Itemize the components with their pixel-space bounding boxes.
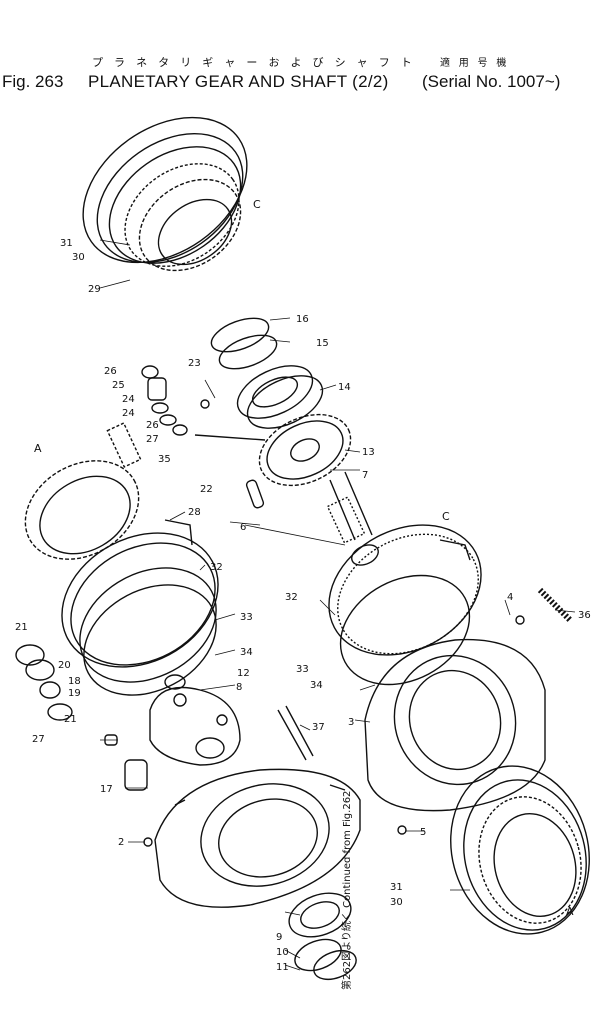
left-ring-gear bbox=[24, 460, 140, 560]
callout-21: 21 bbox=[15, 622, 28, 633]
callout-24: 24 bbox=[122, 394, 135, 405]
callout-31: 31 bbox=[60, 238, 73, 249]
callout-27b: 27 bbox=[32, 734, 45, 745]
callout-30b: 30 bbox=[390, 897, 403, 908]
figure-number: Fig. 263 bbox=[2, 72, 64, 91]
callout-30: 30 bbox=[72, 252, 85, 263]
serial-range: (Serial No. 1007~) bbox=[422, 72, 561, 91]
callout-36: 36 bbox=[578, 610, 591, 621]
callout-35: 35 bbox=[158, 454, 171, 465]
callout-20: 20 bbox=[58, 660, 71, 671]
callout-32b: 32 bbox=[285, 592, 298, 603]
callout-29: 29 bbox=[88, 284, 101, 295]
callout-15: 15 bbox=[316, 338, 329, 349]
marker-c-right: C bbox=[442, 510, 450, 523]
marker-a-left: A bbox=[34, 442, 42, 455]
callout-6: 6 bbox=[240, 522, 246, 533]
callout-4: 4 bbox=[507, 592, 513, 603]
leader-lines bbox=[99, 239, 576, 971]
callout-22: 22 bbox=[200, 484, 213, 495]
callout-28: 28 bbox=[188, 507, 201, 518]
bolt-4 bbox=[515, 615, 525, 625]
callout-7: 7 bbox=[362, 470, 368, 481]
left-carrier-rings bbox=[61, 519, 219, 696]
pin-17 bbox=[124, 759, 148, 791]
callout-17: 17 bbox=[100, 784, 113, 795]
callout-12: 12 bbox=[237, 668, 250, 679]
diagram-title: PLANETARY GEAR AND SHAFT (2/2) bbox=[88, 72, 389, 91]
callout-8: 8 bbox=[236, 682, 242, 693]
pin-22 bbox=[245, 479, 265, 509]
callout-32: 32 bbox=[210, 562, 223, 573]
callout-26b: 26 bbox=[146, 420, 159, 431]
bearing-9 bbox=[288, 892, 357, 981]
right-housing-3 bbox=[364, 638, 546, 812]
bottom-clutch-pack bbox=[450, 765, 590, 935]
callout-5: 5 bbox=[420, 827, 426, 838]
bolt-5 bbox=[397, 825, 407, 835]
callout-37: 37 bbox=[312, 722, 325, 733]
bolt-2 bbox=[143, 837, 153, 847]
japanese-serial-label: 適 用 号 機 bbox=[440, 58, 510, 69]
main-housing bbox=[154, 768, 361, 908]
continued-from-note: 第262図より続く Continued from Fig.262 bbox=[340, 791, 353, 990]
callout-10: 10 bbox=[276, 947, 289, 958]
callout-34b: 34 bbox=[310, 680, 323, 691]
shaft-6 bbox=[326, 471, 379, 566]
callout-3: 3 bbox=[348, 717, 354, 728]
right-carrier-rings bbox=[328, 524, 482, 686]
callout-26: 26 bbox=[104, 366, 117, 377]
callout-33b: 33 bbox=[296, 664, 309, 675]
callout-33: 33 bbox=[240, 612, 253, 623]
callout-21b: 21 bbox=[64, 714, 77, 725]
planet-gear-assembly bbox=[15, 644, 73, 721]
callout-27: 27 bbox=[146, 434, 159, 445]
callout-34: 34 bbox=[240, 647, 253, 658]
callout-18: 18 bbox=[68, 676, 81, 687]
callout-24b: 24 bbox=[122, 408, 135, 419]
callout-19: 19 bbox=[68, 688, 81, 699]
callout-11: 11 bbox=[276, 962, 289, 973]
marker-c-top: C bbox=[253, 198, 261, 211]
pinion-stack bbox=[106, 365, 266, 468]
callout-16: 16 bbox=[296, 314, 309, 325]
callout-31b: 31 bbox=[390, 882, 403, 893]
callout-2: 2 bbox=[118, 837, 124, 848]
callout-13: 13 bbox=[362, 447, 375, 458]
marker-a-right: A bbox=[566, 905, 574, 918]
bearing-14 bbox=[236, 365, 324, 429]
callout-9: 9 bbox=[276, 932, 282, 943]
callout-25: 25 bbox=[112, 380, 125, 391]
snap-rings-15-16 bbox=[210, 317, 278, 370]
spring-36 bbox=[537, 587, 573, 623]
carrier-8 bbox=[149, 674, 241, 766]
pin-37 bbox=[277, 705, 314, 761]
callout-23: 23 bbox=[188, 358, 201, 369]
callout-14: 14 bbox=[338, 382, 351, 393]
japanese-title: プ ラ ネ タ リ ギ ャ ー お よ び シ ャ フ ト bbox=[92, 57, 416, 69]
sun-gear-13 bbox=[258, 413, 352, 487]
top-clutch-pack bbox=[82, 116, 248, 272]
